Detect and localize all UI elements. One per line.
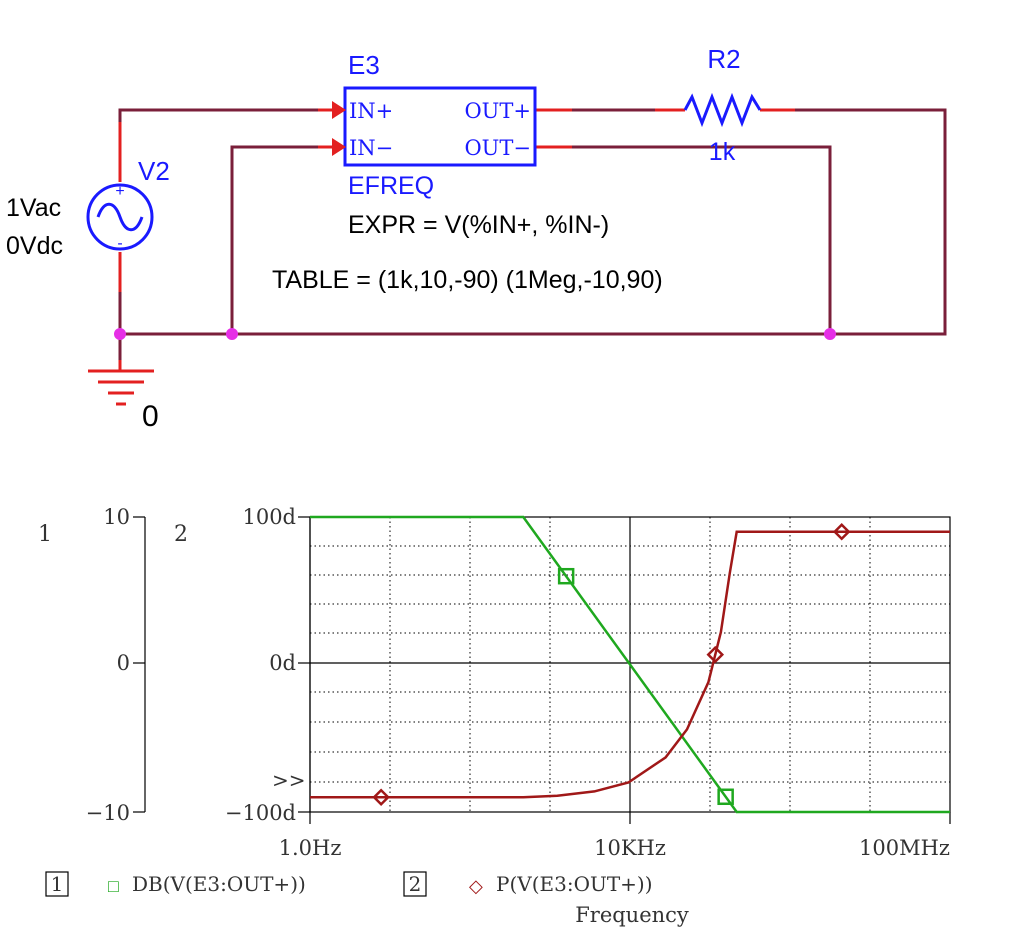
efreq-part-e3[interactable]: IN+ IN− OUT+ OUT−	[332, 86, 537, 167]
legend-id: 2	[409, 872, 422, 896]
legend-entry-2[interactable]: 2 ◇ P(V(E3:OUT+))	[403, 871, 653, 897]
series-line-gain[interactable]	[310, 515, 950, 814]
axis-1-tick-label: 0	[117, 651, 130, 675]
legend-box	[45, 871, 69, 897]
axis-2-tick-label: −100d	[225, 801, 296, 825]
resistor-value: 1k	[709, 138, 736, 166]
wires	[118, 108, 947, 370]
resistor-zigzag	[683, 92, 762, 128]
wire-in-minus-to-ground[interactable]	[230, 145, 330, 334]
source-ac-value: 1Vac	[6, 194, 61, 222]
axis-2-id: 2	[174, 522, 188, 547]
axis-1-tick-label: 10	[103, 505, 130, 529]
in-minus-arrow-icon	[332, 138, 346, 156]
gain-square-marker	[717, 788, 734, 806]
source-circle	[86, 183, 154, 251]
marker-layer	[372, 522, 851, 807]
legend-label: DB(V(E3:OUT+))	[132, 872, 306, 896]
x-ticks	[309, 812, 951, 824]
phase-diamond-marker	[832, 522, 851, 541]
phase-diamond-marker	[706, 645, 725, 664]
in-plus-arrow-icon	[332, 101, 346, 119]
legend-box	[403, 871, 427, 897]
x-axis-label: Frequency	[575, 903, 689, 927]
pin-in-plus: IN+	[349, 99, 393, 123]
legend-label: P(V(E3:OUT+))	[496, 872, 653, 896]
ac-wave-icon	[96, 202, 144, 232]
phase-diamond-marker	[372, 788, 390, 807]
junction-dot	[824, 328, 836, 340]
legend-symbol-diamond-icon: ◇	[469, 876, 483, 896]
series-layer	[310, 515, 950, 814]
axis-2: 2 100d 0d −100d >>	[174, 505, 311, 825]
part-table: TABLE = (1k,10,-90) (1Meg,-10,90)	[272, 266, 663, 294]
schematic: + - V2 1Vac 0Vdc 0 IN+ IN− OUT+ OUT− E3 …	[6, 44, 947, 433]
axis-1: 1 10 0 −10	[38, 505, 146, 825]
ground-label: 0	[142, 400, 159, 433]
source-name: V2	[138, 156, 170, 186]
part-body	[343, 86, 537, 167]
voltage-source-v2[interactable]: + -	[86, 183, 154, 252]
wire-v2-top-to-in-plus[interactable]	[118, 108, 330, 122]
pin-out-plus: OUT+	[464, 99, 531, 123]
wire-r2-loop[interactable]	[120, 108, 947, 336]
pin-in-minus: IN−	[349, 136, 393, 160]
axis-1-id: 1	[38, 522, 52, 547]
plot-area	[309, 516, 951, 824]
axis-2-marker: >>	[272, 768, 306, 792]
part-name: E3	[348, 50, 380, 80]
series-line-phase[interactable]	[310, 530, 950, 799]
junction-dot	[226, 328, 238, 340]
resistor-r2[interactable]	[683, 92, 762, 128]
part-type: EFREQ	[348, 172, 434, 200]
legend: 1 □ DB(V(E3:OUT+)) 2 ◇ P(V(E3:OUT+))	[45, 871, 653, 897]
junction-dot	[114, 328, 126, 340]
minus-sign: -	[117, 235, 122, 252]
plus-sign: +	[115, 183, 124, 200]
x-tick-label: 10KHz	[594, 836, 666, 860]
plot: 1 10 0 −10 2 100d 0d −100d >>	[38, 505, 951, 927]
junction-dots	[114, 328, 836, 340]
wire-out-minus-to-ground[interactable]	[570, 145, 832, 334]
part-expr: EXPR = V(%IN+, %IN-)	[348, 211, 609, 239]
axis-2-tick-label: 100d	[242, 505, 296, 529]
resistor-name: R2	[707, 44, 740, 74]
x-tick-label: 100MHz	[859, 836, 950, 860]
pin-out-minus: OUT−	[464, 136, 531, 160]
source-dc-value: 0Vdc	[6, 232, 63, 260]
legend-entry-1[interactable]: 1 □ DB(V(E3:OUT+))	[45, 871, 306, 897]
legend-symbol-square-icon: □	[108, 876, 119, 896]
axis-2-tick-label: 0d	[269, 651, 296, 675]
leads	[88, 108, 795, 406]
axis-1-tick-label: −10	[86, 801, 130, 825]
gain-square-marker	[557, 567, 575, 585]
x-tick-label: 1.0Hz	[279, 836, 342, 860]
legend-id: 1	[51, 872, 64, 896]
